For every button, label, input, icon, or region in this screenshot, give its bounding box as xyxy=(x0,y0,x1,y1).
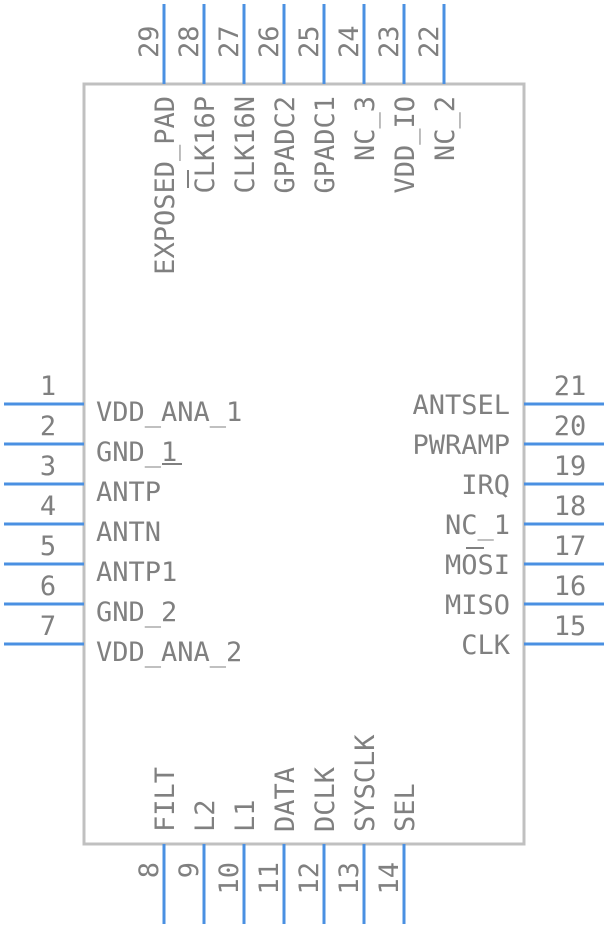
pin-10: 10 L1 xyxy=(214,799,261,924)
pin-11: 11 DATA xyxy=(254,767,301,924)
pin-name: ANTP xyxy=(96,477,161,508)
pin-number: 10 xyxy=(214,862,245,895)
pin-name: NC_1 xyxy=(445,510,510,541)
pin-number: 19 xyxy=(554,451,587,482)
pin-name: L2 xyxy=(190,799,221,832)
pin-name: EXPOSED_PAD xyxy=(150,96,181,275)
pin-number: 4 xyxy=(40,491,56,522)
pin-number: 20 xyxy=(554,411,587,442)
pin-name: GND_1 xyxy=(96,437,177,468)
pin-name: SEL xyxy=(390,783,421,832)
pin-name: CLK16P xyxy=(190,96,221,194)
pin-name: IRQ xyxy=(461,470,510,501)
pin-number: 1 xyxy=(40,371,56,402)
pin-name: DATA xyxy=(270,767,301,832)
pin-number: 14 xyxy=(374,862,405,895)
pin-number: 7 xyxy=(40,611,56,642)
pin-number: 12 xyxy=(294,862,325,895)
pin-name: ANTSEL xyxy=(412,390,510,421)
pin-8: 8 FILT xyxy=(134,767,181,924)
pins-layer: 1VDD_ANA_12GND_13ANTP4ANTN5ANTP16GND_27V… xyxy=(4,4,604,924)
pin-number: 29 xyxy=(134,25,165,58)
pin-number: 3 xyxy=(40,451,56,482)
pin-13: 13 SYSCLK xyxy=(334,734,381,924)
pin-number: 9 xyxy=(174,862,205,878)
pin-number: 24 xyxy=(334,25,365,58)
pin-name: VDD_ANA_2 xyxy=(96,637,242,668)
pin-name: MISO xyxy=(445,590,510,621)
pin-number: 6 xyxy=(40,571,56,602)
pin-name: VDD_IO xyxy=(390,96,421,194)
pin-name: PWRAMP xyxy=(412,430,510,461)
pin-number: 8 xyxy=(134,862,165,878)
pin-name: DCLK xyxy=(310,766,341,832)
pin-name: ANTP1 xyxy=(96,557,177,588)
pin-name: SYSCLK xyxy=(350,734,381,832)
pin-14: 14 SEL xyxy=(374,783,421,924)
pin-number: 5 xyxy=(40,531,56,562)
pin-name: NC_2 xyxy=(430,96,461,161)
pin-number: 13 xyxy=(334,862,365,895)
ic-body xyxy=(82,82,526,846)
pin-name: CLK xyxy=(461,630,511,661)
overbars-layer xyxy=(162,170,484,549)
pin-number: 26 xyxy=(254,25,285,58)
pin-name: MOSI xyxy=(445,550,510,581)
pin-number: 15 xyxy=(554,611,587,642)
pin-number: 27 xyxy=(214,25,245,58)
pin-number: 11 xyxy=(254,862,285,895)
pin-name: CLK16N xyxy=(230,96,261,194)
pin-12: 12 DCLK xyxy=(294,766,341,924)
pin-name: FILT xyxy=(150,767,181,832)
pin-number: 18 xyxy=(554,491,587,522)
pin-number: 2 xyxy=(40,411,56,442)
pin-number: 21 xyxy=(554,371,587,402)
pin-number: 25 xyxy=(294,25,325,58)
pin-name: ANTN xyxy=(96,517,161,548)
pin-name: GPADC2 xyxy=(270,96,301,194)
pin-name: GPADC1 xyxy=(310,96,341,194)
pin-name: L1 xyxy=(230,799,261,832)
pin-number: 16 xyxy=(554,571,587,602)
pin-name: VDD_ANA_1 xyxy=(96,397,242,428)
pin-9: 9 L2 xyxy=(174,799,221,924)
pin-number: 22 xyxy=(414,25,445,58)
pin-name: NC_3 xyxy=(350,96,381,161)
pin-name: GND_2 xyxy=(96,597,177,628)
pin-number: 28 xyxy=(174,25,205,58)
pin-number: 17 xyxy=(554,531,587,562)
pin-number: 23 xyxy=(374,25,405,58)
